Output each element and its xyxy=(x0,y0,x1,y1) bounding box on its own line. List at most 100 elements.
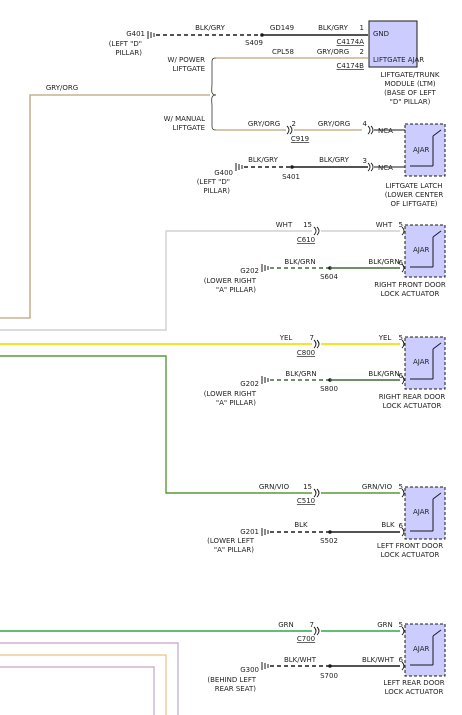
wire-label-grn-vio-1: GRN/VIO xyxy=(259,483,290,491)
wire-label-gry-org-manual-2: GRY/ORG xyxy=(318,120,350,128)
c919-pin-2: 2 xyxy=(292,120,296,128)
rf-ajar-label: AJAR xyxy=(413,246,430,254)
connector-c800-symbol xyxy=(313,339,320,349)
ltm-liftgate-ajar-label: LIFTGATE AJAR xyxy=(373,56,424,64)
rf-actuator-box xyxy=(404,224,446,278)
lr-switch-arm xyxy=(432,629,442,637)
latch-pin-4: 4 xyxy=(363,120,368,128)
option-brace-bottom xyxy=(211,94,217,131)
wire-label-grn-1: GRN xyxy=(278,621,294,629)
g401-location-1: (LEFT "D" xyxy=(109,40,142,48)
c510-pin-15: 15 xyxy=(303,483,312,491)
lf-ground-location-2: "A" PILLAR) xyxy=(214,546,254,554)
lr-ground-location-1: (BEHIND LEFT xyxy=(207,676,256,684)
circuit-gd149: GD149 xyxy=(270,24,294,32)
g400-location-2: PILLAR) xyxy=(203,187,230,195)
option-w-power-2: LIFTGATE xyxy=(172,65,205,73)
splice-label-s700: S700 xyxy=(320,672,338,680)
g401-ground-symbol xyxy=(147,31,155,39)
wire-label-blk-wht-1: BLK/WHT xyxy=(284,656,317,664)
rf-ground-location-1: (LOWER RIGHT xyxy=(204,277,257,285)
g300-label: G300 xyxy=(240,666,259,674)
lr-pin-5: 5 xyxy=(399,621,403,629)
ltm-name-2: MODULE (LTM) xyxy=(384,80,436,88)
lr-name-2: LOCK ACTUATOR xyxy=(385,688,444,696)
latch-connector-upper xyxy=(367,125,374,135)
c800-pin-7: 7 xyxy=(310,334,314,342)
g300-ground-symbol xyxy=(261,662,269,670)
splice-label-s800: S800 xyxy=(320,385,338,393)
wire-label-blk-grn-rr-2: BLK/GRN xyxy=(368,370,399,378)
g401-location-2: PILLAR) xyxy=(115,49,142,57)
connector-c919: C919 xyxy=(291,135,309,143)
connector-c800: C800 xyxy=(297,349,315,357)
rr-name-1: RIGHT REAR DOOR xyxy=(379,393,446,401)
left-feed-wires xyxy=(0,94,312,715)
wire-label-blk-wht-2: BLK/WHT xyxy=(362,656,395,664)
lr-actuator-box xyxy=(404,623,446,677)
latch-pin-3: 3 xyxy=(363,157,367,165)
lf-ground-location-1: (LOWER LEFT xyxy=(207,537,255,545)
wire-label-gry-org-trunk: GRY/ORG xyxy=(46,84,78,92)
liftgate-latch-section: GRY/ORG 2 C919 GRY/ORG 4 NCA G400 (LEFT … xyxy=(197,120,446,208)
wire-label-wht-2: WHT xyxy=(376,221,393,229)
lf-switch-arm xyxy=(432,492,442,500)
latch-ajar-label: AJAR xyxy=(413,146,430,154)
ltm-section: G401 (LEFT "D" PILLAR) BLK/GRY S409 GD14… xyxy=(46,20,440,132)
lf-pin-6: 6 xyxy=(399,522,404,530)
g202-label-rr: G202 xyxy=(240,380,259,388)
connector-c510: C510 xyxy=(297,497,315,505)
option-w-manual-2: LIFTGATE xyxy=(172,124,205,132)
g400-label: G400 xyxy=(214,169,233,177)
lf-ajar-label: AJAR xyxy=(413,508,430,516)
g400-ground-symbol xyxy=(235,163,243,171)
splice-label-s409: S409 xyxy=(245,39,263,47)
option-w-power-1: W/ POWER xyxy=(168,56,206,64)
wire-label-grn-2: GRN xyxy=(377,621,393,629)
rr-pin-6: 6 xyxy=(399,372,404,380)
latch-nca-upper: NCA xyxy=(378,127,393,135)
right-front-door-section: WHT 15 C610 WHT 5 G202 (LOWER RIGHT "A" … xyxy=(204,221,446,298)
lf-pin-5: 5 xyxy=(399,483,403,491)
wire-label-blk-grn-rf-1: BLK/GRN xyxy=(284,258,315,266)
lr-ground-location-2: REAR SEAT) xyxy=(215,685,257,693)
wire-label-gry-org-manual-1: GRY/ORG xyxy=(248,120,280,128)
splice-label-s604: S604 xyxy=(320,273,338,281)
wire-label-blk-gry-4: BLK/GRY xyxy=(319,156,349,164)
wire-grn-vio-trunk xyxy=(0,355,312,494)
wire-label-yel-1: YEL xyxy=(279,334,293,342)
wire-label-gry-org-power: GRY/ORG xyxy=(317,48,349,56)
right-rear-door-section: YEL 7 C800 YEL 5 G202 (LOWER RIGHT "A" P… xyxy=(204,334,446,410)
latch-switch-arm xyxy=(432,129,442,137)
g400-location-1: (LEFT "D" xyxy=(197,178,230,186)
lf-actuator-box xyxy=(404,486,446,540)
latch-name-3: OF LIFTGATE) xyxy=(390,200,437,208)
lr-pin-6: 6 xyxy=(399,656,404,664)
lr-ajar-label: AJAR xyxy=(413,645,430,653)
ltm-name-4: "D" PILLAR) xyxy=(390,98,431,106)
latch-name-1: LIFTGATE LATCH xyxy=(385,182,442,190)
wire-label-blk-grn-rr-1: BLK/GRN xyxy=(285,370,316,378)
connector-c700: C700 xyxy=(297,635,315,643)
wire-label-blk-gry-3: BLK/GRY xyxy=(248,156,278,164)
rr-switch-arm xyxy=(432,342,442,350)
wire-wht-trunk xyxy=(0,230,312,331)
g201-label: G201 xyxy=(240,528,259,536)
c610-pin-15: 15 xyxy=(303,221,312,229)
connector-c700-symbol xyxy=(313,626,320,636)
connector-c4174a: C4174A xyxy=(337,38,365,46)
g202-ground-symbol-rf xyxy=(261,264,269,272)
splice-label-s401: S401 xyxy=(282,173,300,181)
wire-label-blk-gry-1: BLK/GRY xyxy=(195,24,225,32)
wire-gry-org-trunk xyxy=(0,94,210,319)
wire-vio-2 xyxy=(0,666,155,715)
wire-label-yel-2: YEL xyxy=(378,334,392,342)
lf-name-1: LEFT FRONT DOOR xyxy=(377,542,443,550)
rr-actuator-box xyxy=(404,336,446,390)
wire-org-1 xyxy=(0,654,167,715)
connector-c919-symbol xyxy=(286,125,293,135)
ltm-module-box xyxy=(368,20,418,68)
connector-c510-symbol xyxy=(313,488,320,498)
rf-switch-arm xyxy=(432,230,442,238)
